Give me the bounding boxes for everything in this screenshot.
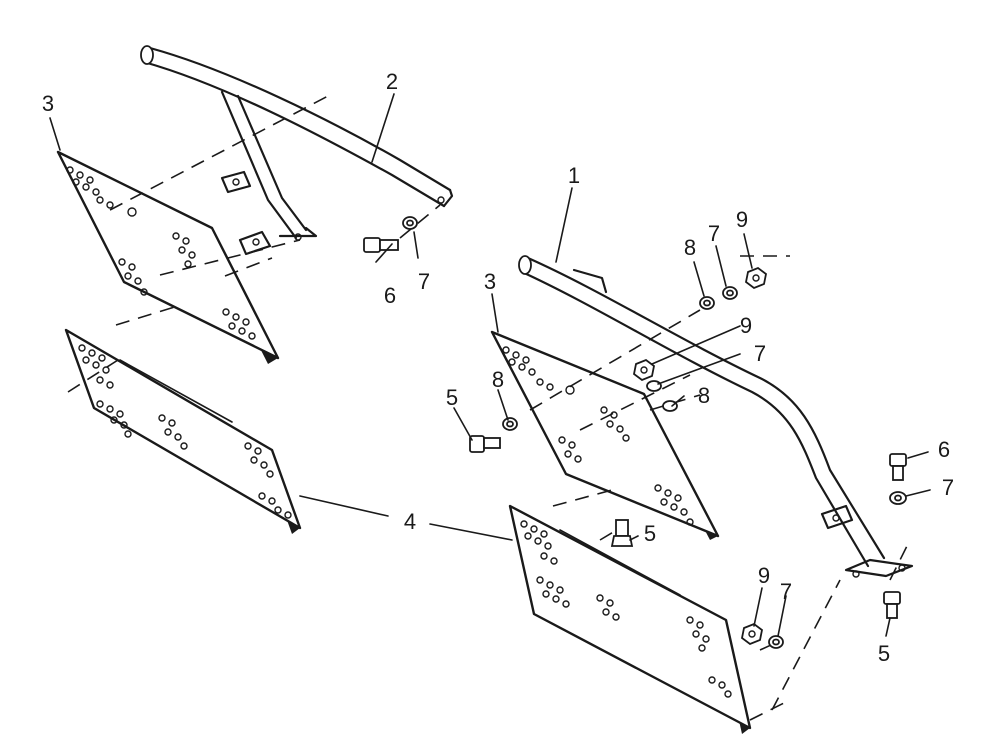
callout-5-center: 5 bbox=[643, 521, 657, 546]
washer-right-7-top bbox=[722, 286, 738, 300]
callout-5-bottom: 5 bbox=[877, 641, 891, 666]
mesh-panel-lower-right bbox=[508, 504, 752, 734]
washer-right-8-mid bbox=[662, 400, 678, 412]
washer-right-8-top bbox=[699, 296, 715, 310]
washer-right-7-mid bbox=[646, 380, 662, 392]
callout-5-left: 5 bbox=[445, 385, 459, 410]
callout-7-left: 7 bbox=[417, 269, 431, 294]
callout-8-left: 8 bbox=[491, 367, 505, 392]
callout-3-right: 3 bbox=[483, 269, 497, 294]
callout-1: 1 bbox=[567, 163, 581, 188]
callout-6-left: 6 bbox=[383, 283, 397, 308]
nut-right-9-mid bbox=[633, 358, 655, 382]
callout-7-mid: 7 bbox=[753, 341, 767, 366]
callout-2: 2 bbox=[385, 69, 399, 94]
frame-tube-right bbox=[518, 255, 914, 578]
mesh-panel-upper-left bbox=[56, 150, 280, 364]
bolt-right-6 bbox=[889, 453, 907, 481]
washer-left-7 bbox=[402, 216, 418, 230]
bolt-right-5-bottom bbox=[883, 591, 901, 619]
callout-9-bottom: 9 bbox=[757, 563, 771, 588]
callout-6-right: 6 bbox=[937, 437, 951, 462]
mesh-panel-upper-right bbox=[490, 330, 720, 540]
callout-7-bottom: 7 bbox=[779, 579, 793, 604]
callout-9-mid: 9 bbox=[739, 313, 753, 338]
callout-7-side: 7 bbox=[941, 475, 955, 500]
callout-8-top: 8 bbox=[683, 235, 697, 260]
mesh-panel-lower-left bbox=[64, 328, 302, 534]
nut-right-9-bottom bbox=[741, 622, 763, 646]
washer-right-8-left bbox=[502, 417, 518, 431]
callout-8-mid: 8 bbox=[697, 383, 711, 408]
callout-7-top: 7 bbox=[707, 221, 721, 246]
bolt-left-6 bbox=[363, 237, 399, 253]
frame-tube-left bbox=[140, 45, 454, 256]
callout-9-top: 9 bbox=[735, 207, 749, 232]
washer-right-7-bottom bbox=[768, 635, 784, 649]
nut-right-9-top bbox=[745, 266, 767, 290]
washer-right-7-side bbox=[889, 491, 907, 505]
bolt-right-5-left bbox=[469, 435, 501, 453]
callout-4: 4 bbox=[403, 509, 417, 534]
bolt-right-5-center bbox=[610, 519, 634, 547]
callout-3-left: 3 bbox=[41, 91, 55, 116]
leader-lines bbox=[49, 93, 931, 637]
